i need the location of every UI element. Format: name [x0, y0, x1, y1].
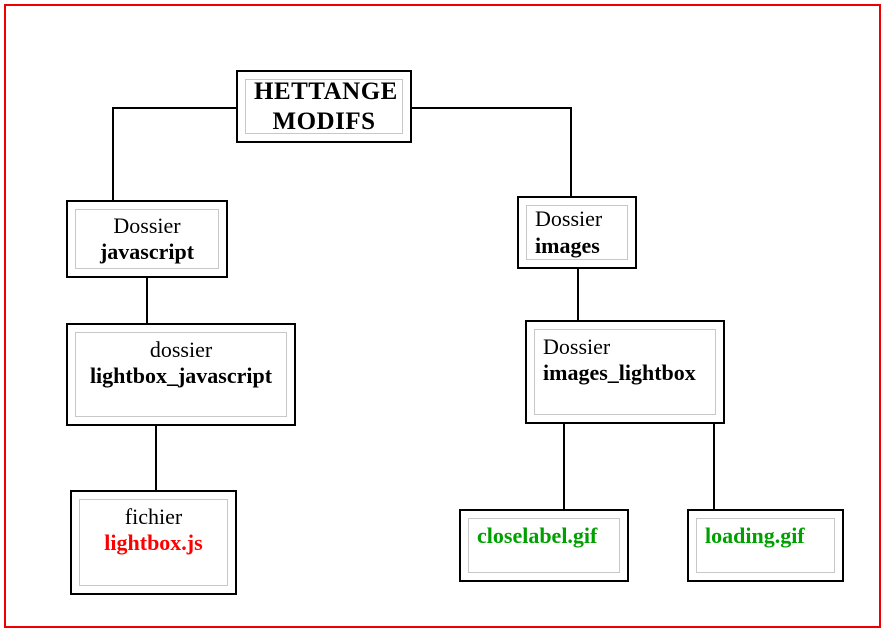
node-hettange-modifs-line-2: MODIFS [272, 107, 376, 135]
node-fichier-lightbox-js-body: fichier lightbox.js [79, 499, 228, 586]
node-closelabel-gif[interactable]: closelabel.gif [459, 509, 629, 582]
node-fichier-lightbox-js-line-1: fichier [124, 504, 183, 529]
node-dossier-lightbox-javascript-line-2: lightbox_javascript [89, 363, 273, 389]
node-dossier-javascript[interactable]: Dossier javascript [66, 200, 228, 278]
node-dossier-images-lightbox[interactable]: Dossier images_lightbox [525, 320, 725, 424]
node-dossier-images-body: Dossier images [526, 205, 628, 260]
edge-root-to-javascript [112, 107, 236, 200]
node-dossier-lightbox-javascript-line-1: dossier [149, 337, 213, 362]
node-loading-gif-label: loading.gif [705, 523, 805, 548]
edge-root-to-images [412, 107, 572, 196]
node-hettange-modifs-body: HETTANGE MODIFS [245, 77, 403, 135]
node-closelabel-gif-body: closelabel.gif [468, 518, 620, 573]
node-dossier-images-lightbox-line-1: Dossier [543, 334, 611, 359]
node-loading-gif[interactable]: loading.gif [687, 509, 844, 582]
node-dossier-lightbox-javascript[interactable]: dossier lightbox_javascript [66, 323, 296, 426]
node-closelabel-gif-label: closelabel.gif [477, 523, 598, 548]
node-hettange-modifs-line-1: HETTANGE [254, 77, 398, 105]
node-dossier-lightbox-javascript-body: dossier lightbox_javascript [75, 332, 287, 417]
node-dossier-javascript-line-2: javascript [99, 239, 195, 264]
node-dossier-images[interactable]: Dossier images [517, 196, 637, 269]
node-fichier-lightbox-js[interactable]: fichier lightbox.js [70, 490, 237, 595]
node-fichier-lightbox-js-line-2: lightbox.js [104, 530, 203, 556]
node-dossier-images-lightbox-line-2: images_lightbox [543, 360, 696, 386]
node-loading-gif-body: loading.gif [696, 518, 835, 573]
node-hettange-modifs[interactable]: HETTANGE MODIFS [236, 70, 412, 143]
node-dossier-javascript-line-1: Dossier [113, 212, 181, 238]
node-dossier-images-line-2: images [535, 232, 600, 258]
node-dossier-images-lightbox-body: Dossier images_lightbox [534, 329, 716, 415]
node-dossier-images-line-1: Dossier [535, 206, 603, 232]
node-dossier-javascript-body: Dossier javascript [75, 209, 219, 269]
